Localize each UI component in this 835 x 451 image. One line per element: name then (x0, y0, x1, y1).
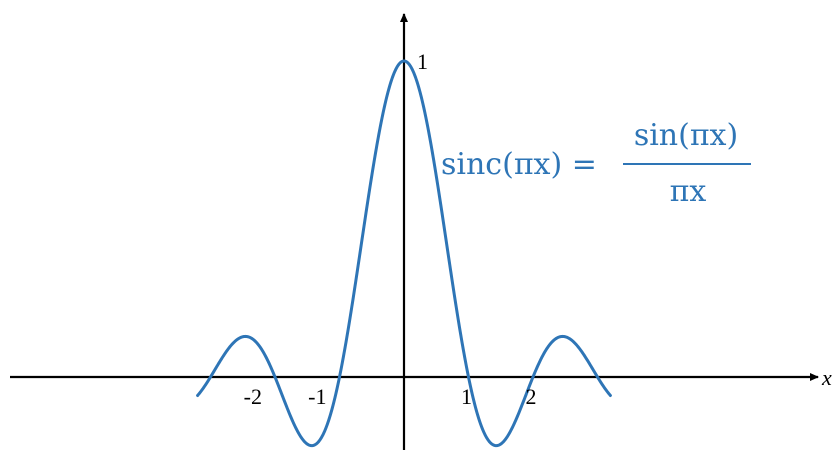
formula-denominator: πx (670, 174, 707, 209)
y-tick-label: 1 (417, 49, 428, 74)
x-tick-label: -1 (308, 384, 326, 409)
x-tick-label: 2 (526, 384, 537, 409)
formula-annotation: sinc(πx) = sin(πx) πx (441, 118, 751, 209)
y-tick-labels: 1 (417, 49, 428, 74)
x-tick-label: 1 (461, 384, 472, 409)
formula-lhs: sinc(πx) = (441, 147, 597, 182)
sinc-curve (196, 59, 612, 448)
formula-numerator: sin(πx) (634, 118, 738, 153)
x-axis-label: x (821, 365, 832, 390)
x-tick-label: -2 (244, 384, 262, 409)
x-tick-labels: -2 -1 1 2 (244, 384, 537, 409)
